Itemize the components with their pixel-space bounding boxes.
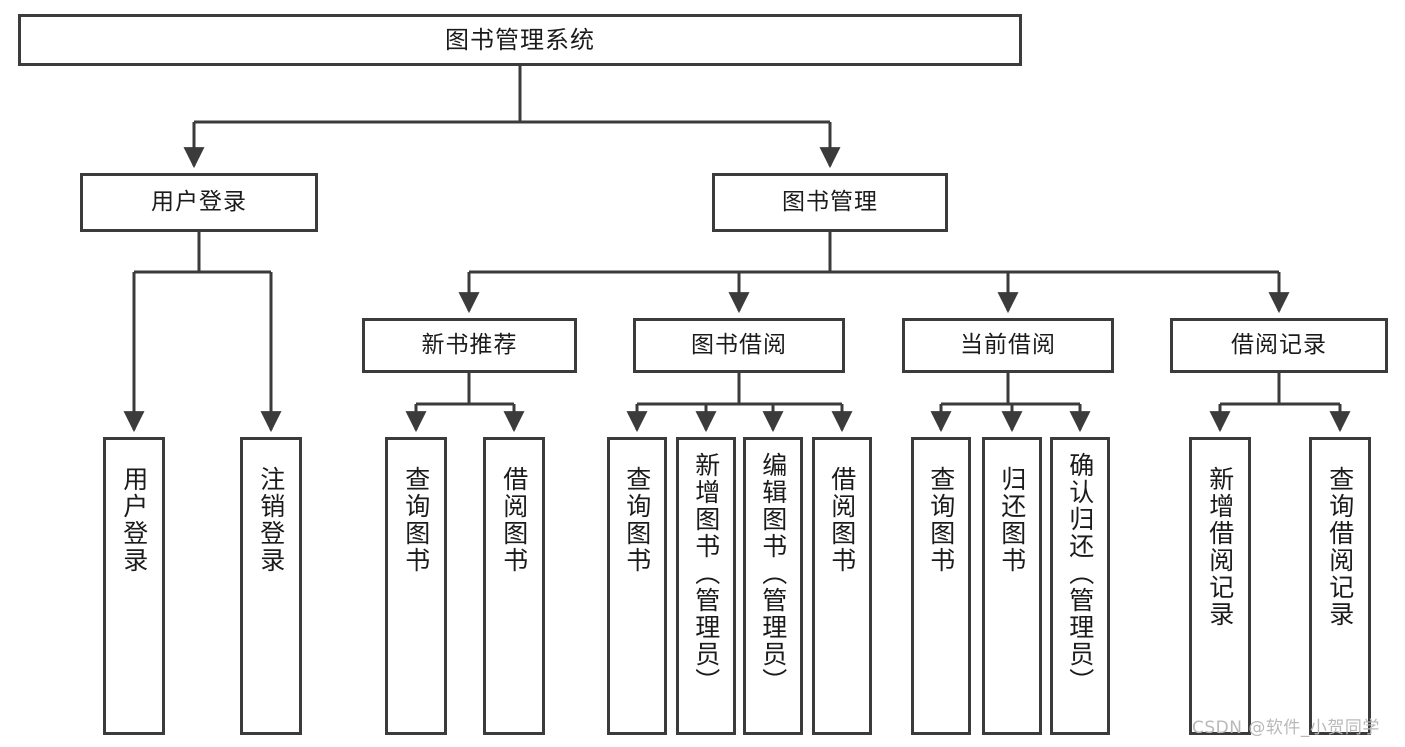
leaf-query-book-recommend-label: 查询图书 [401, 466, 431, 574]
leaf-return-book[interactable]: 归还图书 [982, 437, 1042, 735]
leaf-query-borrow-record[interactable]: 查询借阅记录 [1309, 437, 1371, 735]
node-book-management[interactable]: 图书管理 [712, 173, 948, 232]
node-borrow-record[interactable]: 借阅记录 [1170, 318, 1388, 373]
node-book-borrow-label: 图书借阅 [691, 331, 787, 358]
leaf-add-book-admin-label: 新增图书（管理员） [691, 452, 721, 695]
node-new-book-recommend[interactable]: 新书推荐 [362, 318, 577, 373]
leaf-add-book-admin[interactable]: 新增图书（管理员） [676, 437, 736, 735]
leaf-query-book-current-label: 查询图书 [926, 466, 956, 574]
leaf-user-logout-label: 注销登录 [256, 466, 286, 574]
node-root[interactable]: 图书管理系统 [18, 14, 1022, 66]
node-root-label: 图书管理系统 [445, 25, 595, 54]
leaf-borrow-book[interactable]: 借阅图书 [812, 437, 872, 735]
leaf-query-book-borrow-label: 查询图书 [622, 466, 652, 574]
node-user-login[interactable]: 用户登录 [80, 173, 318, 232]
leaf-user-logout[interactable]: 注销登录 [240, 437, 302, 735]
leaf-return-book-label: 归还图书 [997, 466, 1027, 574]
leaf-edit-book-admin[interactable]: 编辑图书（管理员） [743, 437, 803, 735]
leaf-borrow-book-recommend[interactable]: 借阅图书 [483, 437, 545, 735]
node-current-borrow-label: 当前借阅 [960, 331, 1056, 358]
node-current-borrow[interactable]: 当前借阅 [902, 318, 1114, 373]
leaf-confirm-return-admin-label: 确认归还（管理员） [1065, 452, 1095, 695]
watermark: CSDN @软件_小贺同学 [1192, 718, 1380, 738]
leaf-add-borrow-record-label: 新增借阅记录 [1205, 466, 1235, 628]
leaf-user-login[interactable]: 用户登录 [103, 437, 165, 735]
leaf-edit-book-admin-label: 编辑图书（管理员） [758, 452, 788, 695]
node-book-management-label: 图书管理 [782, 188, 878, 215]
node-new-book-recommend-label: 新书推荐 [421, 331, 518, 358]
leaf-query-book-current[interactable]: 查询图书 [911, 437, 971, 735]
leaf-query-book-recommend[interactable]: 查询图书 [385, 437, 447, 735]
leaf-query-borrow-record-label: 查询借阅记录 [1325, 466, 1355, 628]
node-user-login-label: 用户登录 [151, 188, 247, 215]
leaf-confirm-return-admin[interactable]: 确认归还（管理员） [1050, 437, 1110, 735]
leaf-add-borrow-record[interactable]: 新增借阅记录 [1189, 437, 1251, 735]
node-borrow-record-label: 借阅记录 [1231, 331, 1327, 358]
leaf-borrow-book-label: 借阅图书 [827, 466, 857, 574]
node-book-borrow[interactable]: 图书借阅 [633, 318, 845, 373]
leaf-borrow-book-recommend-label: 借阅图书 [499, 466, 529, 574]
leaf-query-book-borrow[interactable]: 查询图书 [607, 437, 667, 735]
leaf-user-login-label: 用户登录 [119, 466, 149, 574]
